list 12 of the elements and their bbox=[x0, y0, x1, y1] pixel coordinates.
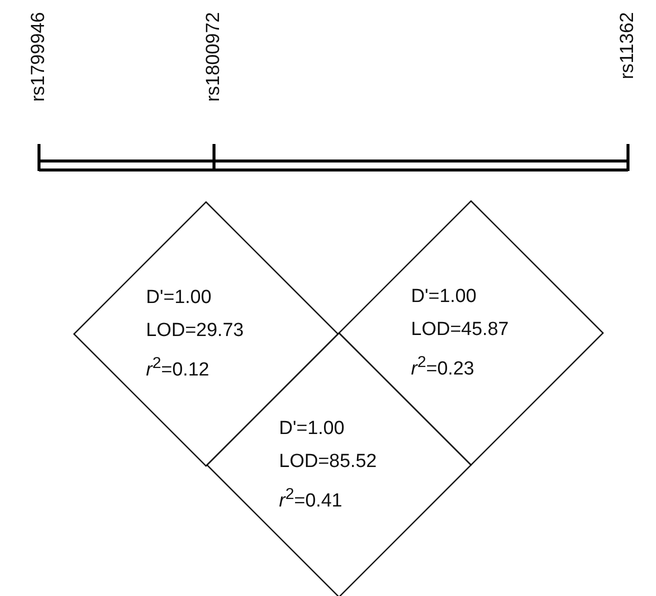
snp-label: rs11362 bbox=[618, 12, 637, 80]
ld-value: LOD=45.87 bbox=[411, 318, 509, 342]
snp-label: rs1800972 bbox=[204, 12, 223, 102]
ld-value: D'=1.00 bbox=[279, 417, 344, 442]
ld-value: D'=1.00 bbox=[411, 285, 476, 310]
ld-value: LOD=29.73 bbox=[146, 319, 244, 344]
ld-value: LOD=85.52 bbox=[279, 450, 377, 474]
ld-value: r$^{2}$=0.23 bbox=[411, 353, 474, 382]
snp-label: rs1799946 bbox=[29, 12, 48, 102]
ld-value: r$^{2}$=0.12 bbox=[146, 354, 210, 383]
ld-value: D'=1.00 bbox=[146, 286, 212, 310]
ld-value: r$^{2}$=0.41 bbox=[279, 485, 342, 514]
